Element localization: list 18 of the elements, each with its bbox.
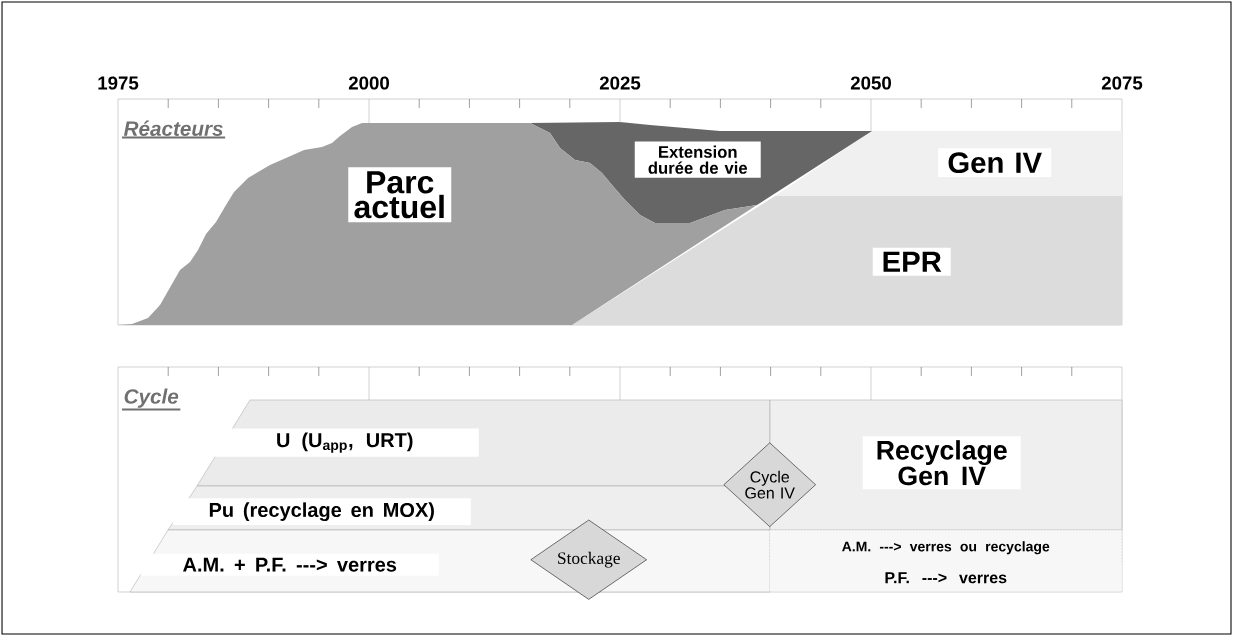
panel-heading: Réacteurs <box>122 120 226 139</box>
region-label: Parc actuel <box>348 167 452 223</box>
node-label: P.F. ---> verres <box>885 572 1007 584</box>
band-label: A.M. + P.F. ---> verres <box>140 553 439 576</box>
year-label: 2075 <box>1101 76 1143 90</box>
band-box: P.F. ---> verres <box>769 564 1122 592</box>
band-box: A.M. ---> verres ou recyclage <box>769 529 1122 566</box>
region-label: EPR <box>872 247 951 276</box>
panel-heading: Cycle <box>122 388 181 411</box>
region-label: Extension durée de vie <box>634 141 761 178</box>
year-label: 2050 <box>850 76 891 90</box>
band-label: U (U$_{app}$, URT) <box>210 428 479 457</box>
year-label: 1975 <box>98 76 139 90</box>
region-label: Gen IV <box>938 148 1052 178</box>
band-label: Recyclage Gen IV <box>862 436 1021 490</box>
year-label: 2025 <box>599 76 641 90</box>
year-label: 2000 <box>348 76 389 90</box>
band-label: Pu (recyclage en MOX) <box>172 498 471 526</box>
